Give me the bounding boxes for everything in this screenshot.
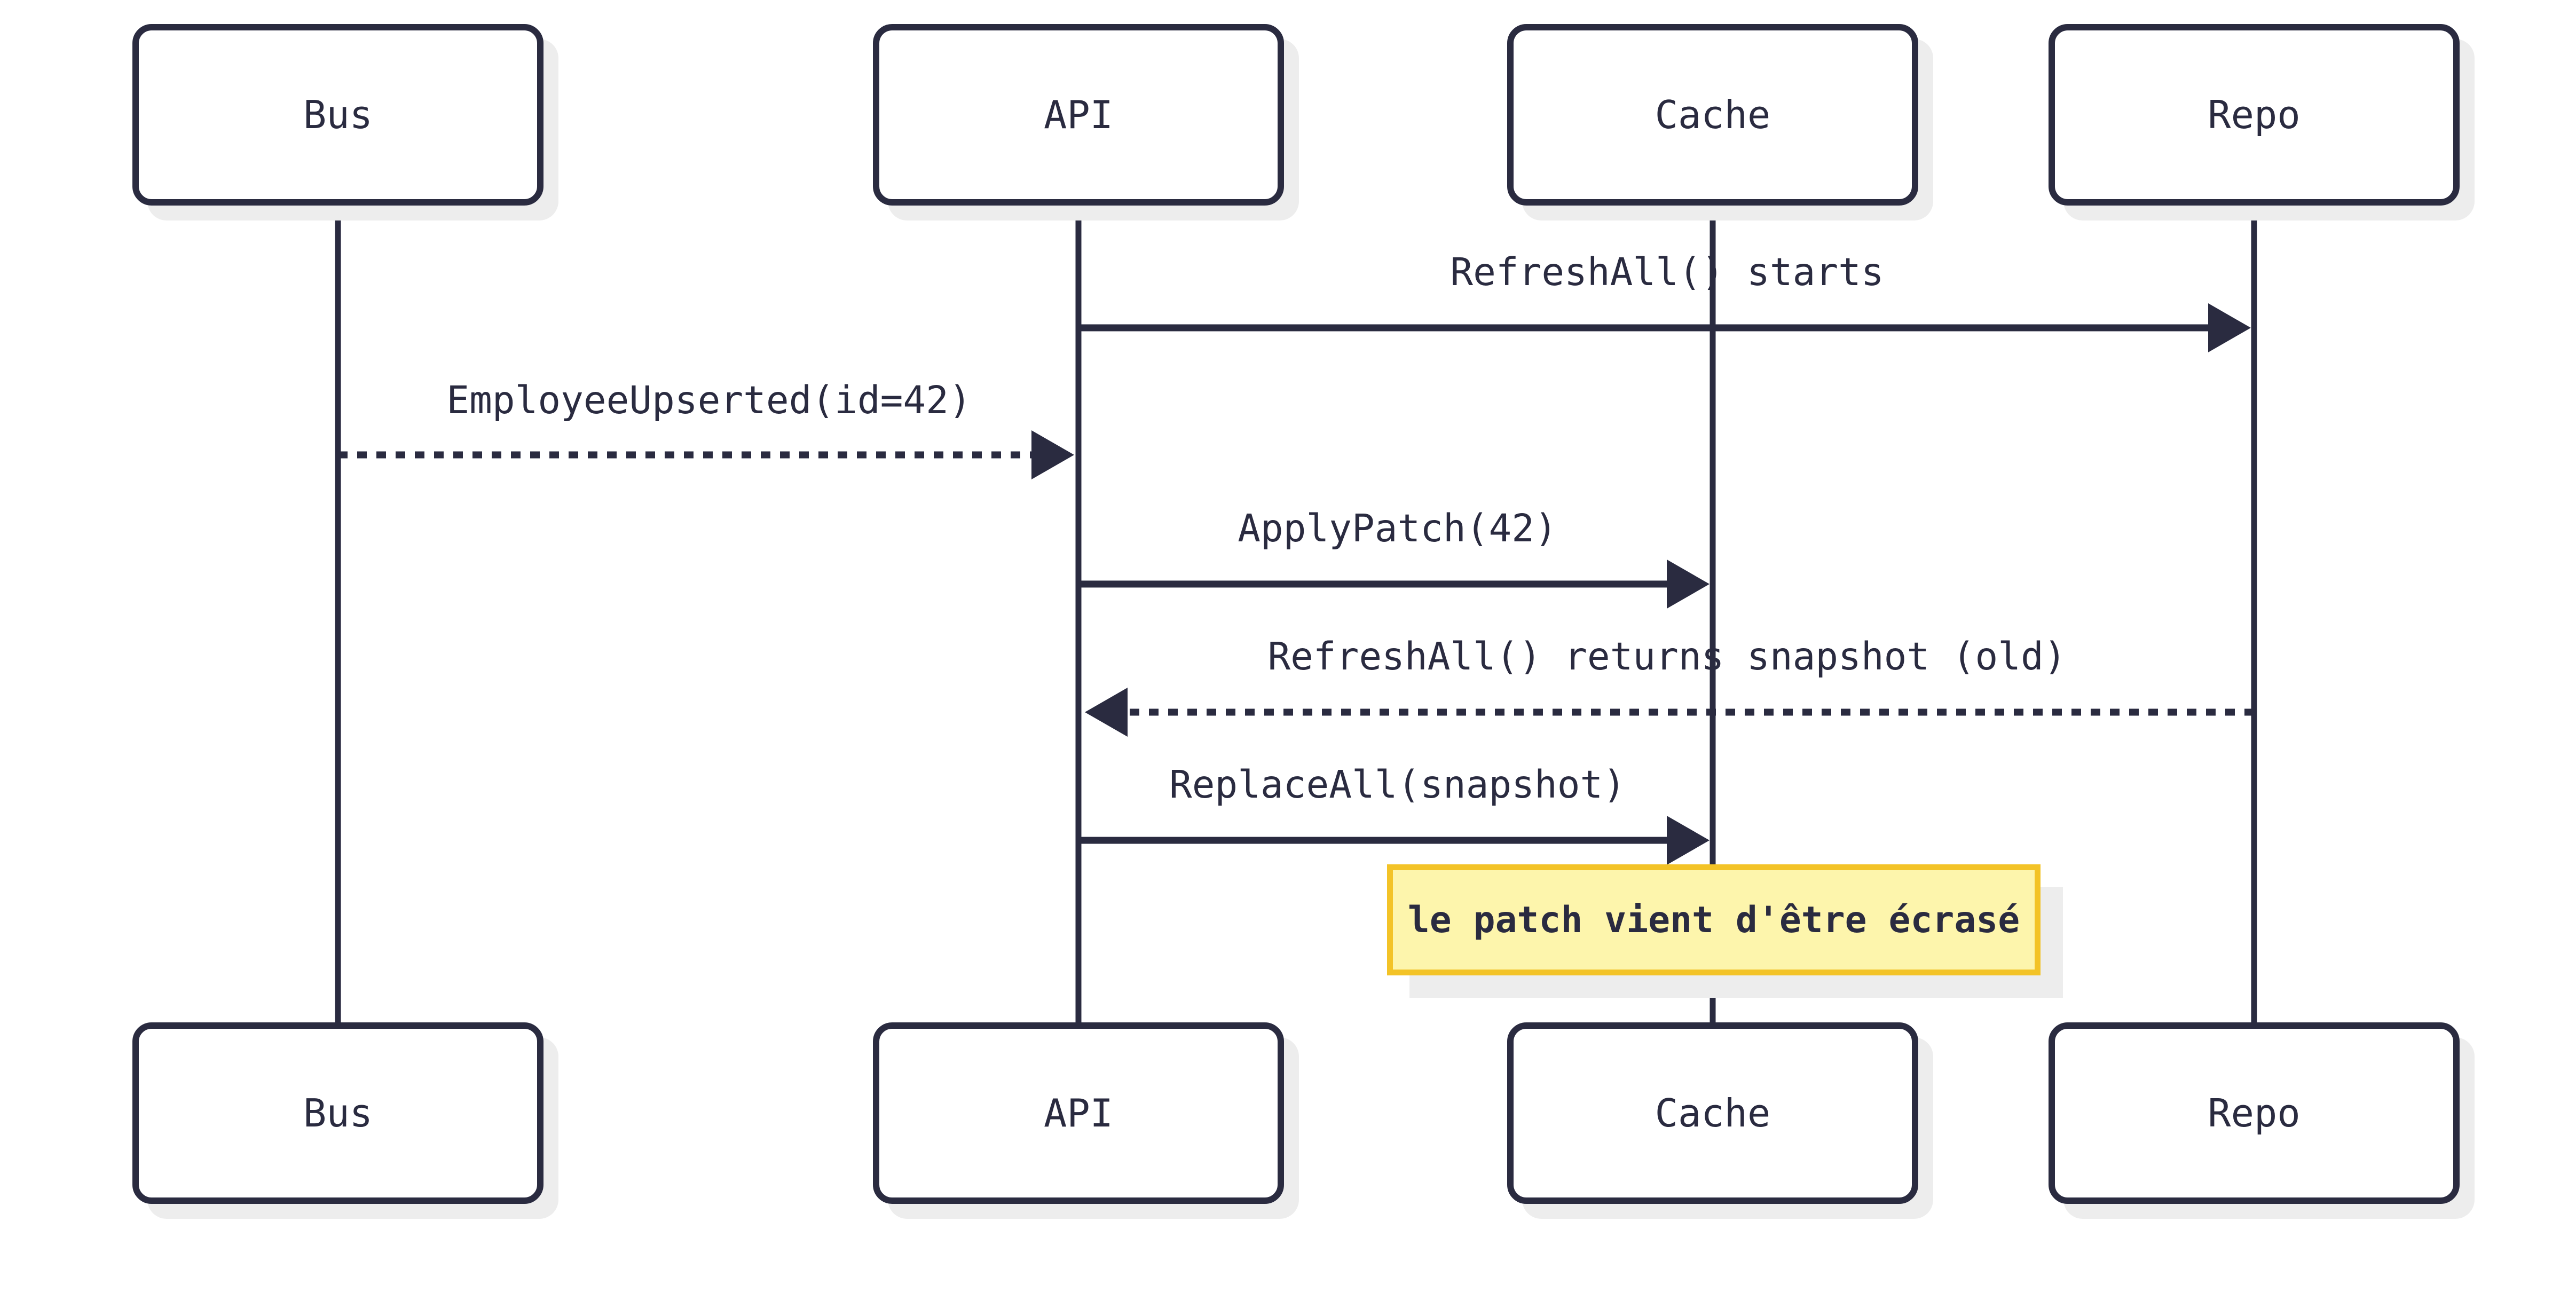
actor-bottom-bus: Bus (132, 1022, 543, 1204)
actor-label: Bus (303, 92, 373, 137)
actor-bottom-repo: Repo (2049, 1022, 2460, 1204)
actor-bottom-cache: Cache (1507, 1022, 1918, 1204)
arrowhead-right-icon (2208, 303, 2251, 352)
actor-label: Bus (303, 1091, 373, 1136)
arrowhead-left-icon (1085, 688, 1128, 737)
message-label-employee-upserted: EmployeeUpserted(id=42) (446, 378, 972, 422)
actor-label: Repo (2208, 92, 2301, 137)
message-label-refreshall-starts: RefreshAll() starts (1450, 250, 1884, 294)
arrowhead-right-icon (1031, 430, 1074, 479)
actor-top-api: API (873, 24, 1284, 206)
actor-label: Cache (1655, 92, 1771, 137)
arrowhead-right-icon (1667, 816, 1710, 865)
actor-label: Cache (1655, 1091, 1771, 1136)
message-label-applypatch: ApplyPatch(42) (1238, 506, 1557, 550)
actor-top-cache: Cache (1507, 24, 1918, 206)
actor-top-bus: Bus (132, 24, 543, 206)
message-label-refreshall-returns: RefreshAll() returns snapshot (old) (1267, 634, 2067, 679)
note-label: le patch vient d'être écrasé (1407, 899, 2020, 941)
message-label-replaceall: ReplaceAll(snapshot) (1169, 762, 1626, 807)
actor-label: API (1043, 92, 1114, 137)
note-over-cache: le patch vient d'être écrasé (1387, 864, 2041, 975)
arrowhead-right-icon (1667, 560, 1710, 609)
actor-top-repo: Repo (2049, 24, 2460, 206)
actor-label: Repo (2208, 1091, 2301, 1136)
actor-label: API (1043, 1091, 1114, 1136)
actor-bottom-api: API (873, 1022, 1284, 1204)
